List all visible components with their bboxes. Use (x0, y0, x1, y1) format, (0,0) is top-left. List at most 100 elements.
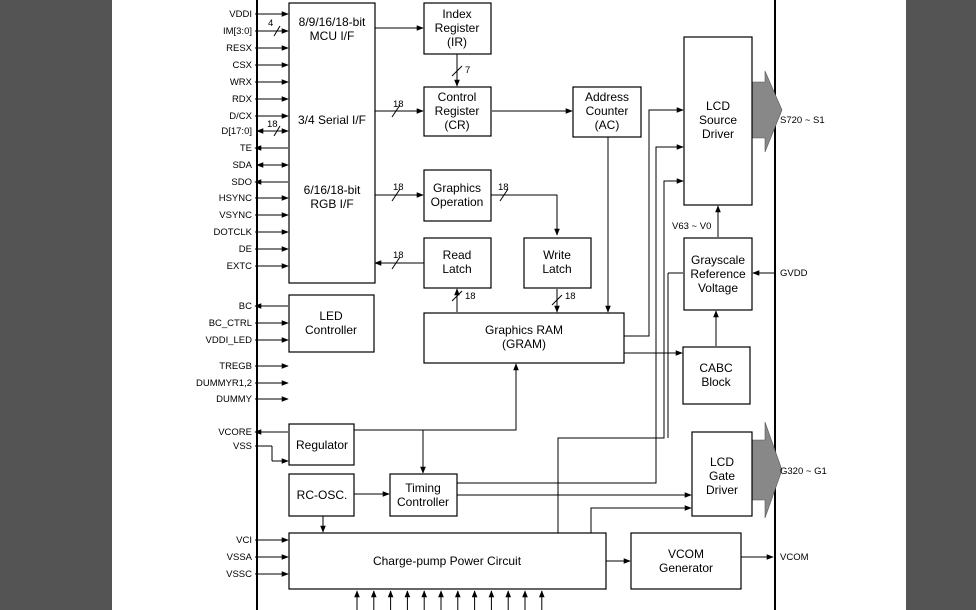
timing-controller-block: Timing Controller (389, 473, 458, 517)
index-register-label-2: Register (435, 21, 480, 35)
pin-csx: CSX (232, 60, 252, 71)
pin-de: DE (239, 244, 252, 255)
graphics-operation-block: Graphics Operation (423, 169, 492, 222)
bus-label-d: 18 (267, 119, 278, 130)
write-latch-label-1: Write (543, 248, 571, 262)
led-controller-label-1: LED (319, 309, 343, 323)
bus-label-gamma: V63 ~ V0 (672, 221, 711, 232)
write-latch-block: Write Latch (523, 237, 592, 289)
bus-label-rgb-go: 18 (393, 182, 404, 193)
graphics-operation-label-1: Graphics (433, 181, 481, 195)
pin-dummy: DUMMY (216, 394, 253, 405)
pin-vsync: VSYNC (219, 210, 252, 221)
pin-dummyr: DUMMYR1,2 (196, 378, 252, 389)
pin-bc-ctrl: BC_CTRL (209, 318, 252, 329)
pin-tregb: TREGB (219, 361, 252, 372)
right-pin-labels: S720 ~ S1 GVDD G320 ~ G1 VCOM (780, 115, 827, 563)
timing-controller-label-1: Timing (405, 481, 441, 495)
cabc-label-1: CABC (699, 361, 733, 375)
block-diagram: 8/9/16/18-bit MCU I/F 3/4 Serial I/F 6/1… (196, 0, 827, 610)
bus-label-serial-cr: 18 (393, 99, 404, 110)
charge-pump-label: Charge-pump Power Circuit (373, 554, 522, 568)
pin-gate-out: G320 ~ G1 (780, 466, 827, 477)
gate-driver-label-2: Gate (709, 469, 735, 483)
index-register-label-3: (IR) (447, 35, 467, 49)
lcd-source-driver-block: LCD Source Driver (683, 36, 753, 206)
control-register-label-1: Control (438, 90, 477, 104)
grayscale-reference-block: Grayscale Reference Voltage (683, 237, 753, 311)
write-latch-label-2: Latch (542, 262, 571, 276)
rc-osc-label: RC-OSC. (297, 488, 348, 502)
pin-rdx: RDX (232, 94, 253, 105)
pin-resx: RESX (226, 43, 253, 54)
gate-output-arrow (751, 421, 783, 519)
address-counter-label-3: (AC) (595, 118, 620, 132)
index-register-label-1: Index (442, 7, 471, 21)
gate-driver-label-3: Driver (706, 483, 738, 497)
vcom-generator-label-2: Generator (659, 561, 713, 575)
source-output-arrow (751, 70, 783, 153)
regulator-label: Regulator (296, 438, 348, 452)
mcu-if-label-1: 8/9/16/18-bit (299, 15, 366, 29)
pin-extc: EXTC (227, 261, 252, 272)
pin-vcom: VCOM (780, 552, 809, 563)
vcom-generator-label-1: VCOM (668, 547, 704, 561)
grayscale-label-3: Voltage (698, 281, 738, 295)
grayscale-label-2: Reference (690, 267, 746, 281)
led-controller-label-2: Controller (305, 323, 357, 337)
left-pin-labels: VDDI IM[3:0] RESX CSX WRX RDX D/CX D[17:… (196, 9, 253, 580)
address-counter-label-2: Counter (586, 104, 629, 118)
index-register-block: Index Register (IR) (423, 2, 492, 55)
timing-controller-label-2: Controller (397, 495, 449, 509)
serial-if-label: 3/4 Serial I/F (298, 113, 366, 127)
source-driver-label-3: Driver (702, 127, 734, 141)
bus-label-rl-gram: 18 (465, 291, 476, 302)
gram-label-1: Graphics RAM (485, 323, 563, 337)
rgb-if-label-1: 6/16/18-bit (304, 183, 361, 197)
rgb-if-label-2: RGB I/F (310, 197, 353, 211)
read-latch-block: Read Latch (423, 237, 492, 289)
grayscale-label-1: Grayscale (691, 253, 745, 267)
regulator-block: Regulator (288, 423, 355, 466)
bus-label-go-wl: 18 (498, 182, 509, 193)
pin-vssa: VSSA (227, 552, 253, 563)
gram-label-2: (GRAM) (502, 337, 546, 351)
vcom-generator-block: VCOM Generator (630, 532, 742, 590)
rc-osc-block: RC-OSC. (288, 473, 355, 517)
pin-vssc: VSSC (226, 569, 252, 580)
control-register-label-2: Register (435, 104, 480, 118)
bus-label-im: 4 (268, 18, 273, 29)
pin-dotclk: DOTCLK (213, 227, 252, 238)
charge-pump-block: Charge-pump Power Circuit (288, 532, 607, 590)
source-driver-label-2: Source (699, 113, 737, 127)
pin-dcx: D/CX (229, 111, 252, 122)
control-register-label-3: (CR) (444, 118, 469, 132)
cabc-label-2: Block (701, 375, 731, 389)
address-counter-label-1: Address (585, 90, 629, 104)
pin-im: IM[3:0] (223, 26, 252, 37)
bus-label-wl-gram: 18 (565, 291, 576, 302)
pin-vcore: VCORE (218, 427, 252, 438)
read-latch-label-2: Latch (442, 262, 471, 276)
address-counter-block: Address Counter (AC) (572, 86, 642, 138)
pin-d: D[17:0] (221, 126, 252, 137)
graphics-ram-block: Graphics RAM (GRAM) (423, 312, 625, 364)
pin-gvdd: GVDD (780, 268, 808, 279)
pin-te: TE (240, 143, 252, 154)
pin-sda: SDA (232, 160, 252, 171)
bus-label-ir-cr: 7 (465, 65, 470, 76)
document-page: 8/9/16/18-bit MCU I/F 3/4 Serial I/F 6/1… (112, 0, 906, 610)
led-controller-block: LED Controller (288, 294, 375, 353)
pin-vddi-led: VDDI_LED (206, 335, 253, 346)
pin-vss: VSS (233, 441, 252, 452)
control-register-block: Control Register (CR) (423, 86, 492, 137)
pin-hsync: HSYNC (219, 193, 252, 204)
pin-source-out: S720 ~ S1 (780, 115, 825, 126)
graphics-operation-label-2: Operation (431, 195, 484, 209)
gate-driver-label-1: LCD (710, 455, 734, 469)
lcd-gate-driver-block: LCD Gate Driver (691, 431, 753, 517)
mcu-interface-block: 8/9/16/18-bit MCU I/F 3/4 Serial I/F 6/1… (288, 2, 376, 284)
bus-label-rl-mcu: 18 (393, 250, 404, 261)
pin-vci: VCI (236, 535, 252, 546)
pin-bc: BC (239, 301, 252, 312)
